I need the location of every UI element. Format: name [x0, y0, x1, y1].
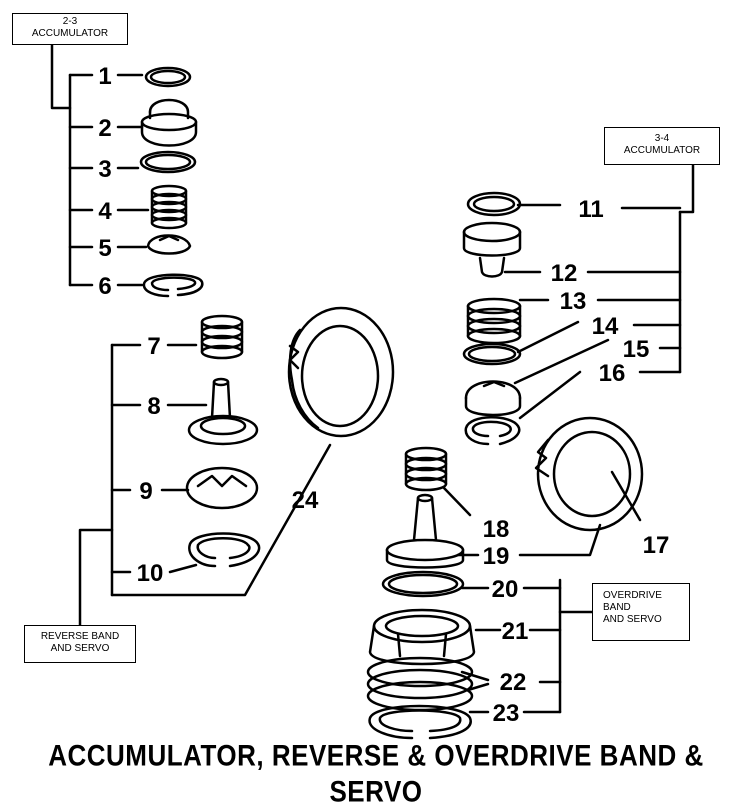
part-number-16: 16 [599, 360, 626, 387]
part-12-accumulator-piston [462, 221, 522, 278]
part-number-5: 5 [98, 235, 111, 262]
label-overdrive-line-3: AND SERVO [603, 614, 662, 625]
part-4-spring [150, 184, 188, 230]
part-number-1: 1 [98, 63, 111, 90]
part-number-13: 13 [560, 288, 587, 315]
diagram-canvas: 1 2 3 4 5 6 7 8 9 10 11 12 13 14 15 16 1… [12, 13, 720, 808]
part-numbers: 1 2 3 4 5 6 7 8 9 10 11 12 13 14 15 16 1… [98, 63, 669, 727]
part-number-4: 4 [98, 198, 112, 225]
part-3-seal-ring [139, 150, 197, 174]
part-number-9: 9 [139, 478, 152, 505]
part-5-spring-seat [146, 234, 192, 255]
part-22-seal-rings [366, 656, 474, 712]
leader-lines-reverse-band [78, 343, 332, 627]
part-number-17: 17 [643, 532, 670, 559]
diagram-caption: ACCUMULATOR, REVERSE & OVERDRIVE BAND & … [48, 738, 704, 809]
leader-lines-2-3-accumulator [50, 43, 150, 287]
part-13-spring [466, 297, 522, 345]
part-number-14: 14 [592, 313, 619, 340]
part-24-reverse-band [287, 306, 395, 438]
part-number-12: 12 [551, 260, 578, 287]
part-23-snap-ring [368, 704, 472, 740]
part-8-servo-piston [187, 377, 259, 446]
part-number-21: 21 [502, 618, 529, 645]
part-number-20: 20 [492, 576, 519, 603]
label-2-3-accumulator-line-1: 2-3 [62, 16, 78, 27]
part-number-2: 2 [98, 115, 111, 142]
leader-lines-3-4-accumulator [503, 163, 695, 420]
label-3-4-accumulator-line-2: ACCUMULATOR [623, 145, 701, 156]
part-21-servo-cover [368, 608, 476, 666]
label-3-4-accumulator-line-1: 3-4 [654, 133, 670, 144]
part-6-snap-ring [142, 273, 204, 298]
part-2-accumulator-piston [140, 98, 198, 147]
label-overdrive-line-1: OVERDRIVE [603, 590, 662, 601]
part-11-seal-ring [466, 191, 522, 217]
part-9-servo-piston-body [185, 466, 259, 510]
part-number-22: 22 [500, 669, 527, 696]
label-reverse-band-and-servo: REVERSE BAND AND SERVO [24, 625, 136, 663]
label-reverse-band-line-1: REVERSE BAND [40, 631, 120, 642]
part-1-seal-ring [144, 66, 192, 88]
part-number-7: 7 [147, 333, 160, 360]
part-20-seal-ring [381, 570, 465, 598]
part-7-spring [200, 314, 244, 360]
label-3-4-accumulator: 3-4 ACCUMULATOR [604, 127, 720, 165]
label-overdrive-band-and-servo: OVERDRIVE BAND AND SERVO [592, 583, 690, 641]
part-number-24: 24 [292, 487, 319, 514]
part-number-3: 3 [98, 156, 111, 183]
part-19-overdrive-servo-piston [385, 493, 465, 569]
label-overdrive-line-2: BAND [603, 602, 631, 613]
part-number-10: 10 [137, 560, 164, 587]
part-number-6: 6 [98, 273, 111, 300]
exploded-parts-diagram: 1 2 3 4 5 6 7 8 9 10 11 12 13 14 15 16 1… [50, 43, 695, 740]
part-number-18: 18 [483, 516, 510, 543]
part-number-11: 11 [578, 196, 603, 223]
part-number-15: 15 [623, 336, 650, 363]
part-16-snap-ring [464, 416, 521, 446]
leader-lines-overdrive-band [442, 470, 642, 714]
part-number-23: 23 [493, 700, 520, 727]
label-reverse-band-line-2: AND SERVO [50, 643, 110, 654]
part-10-snap-ring [188, 532, 261, 568]
label-2-3-accumulator: 2-3 ACCUMULATOR [12, 13, 128, 45]
part-18-spring [404, 446, 448, 492]
part-15-piston [464, 380, 522, 417]
part-17-overdrive-band [534, 416, 644, 532]
part-14-seal-ring [462, 342, 522, 366]
part-number-8: 8 [147, 393, 160, 420]
label-2-3-accumulator-line-2: ACCUMULATOR [31, 28, 109, 39]
part-number-19: 19 [483, 543, 510, 570]
